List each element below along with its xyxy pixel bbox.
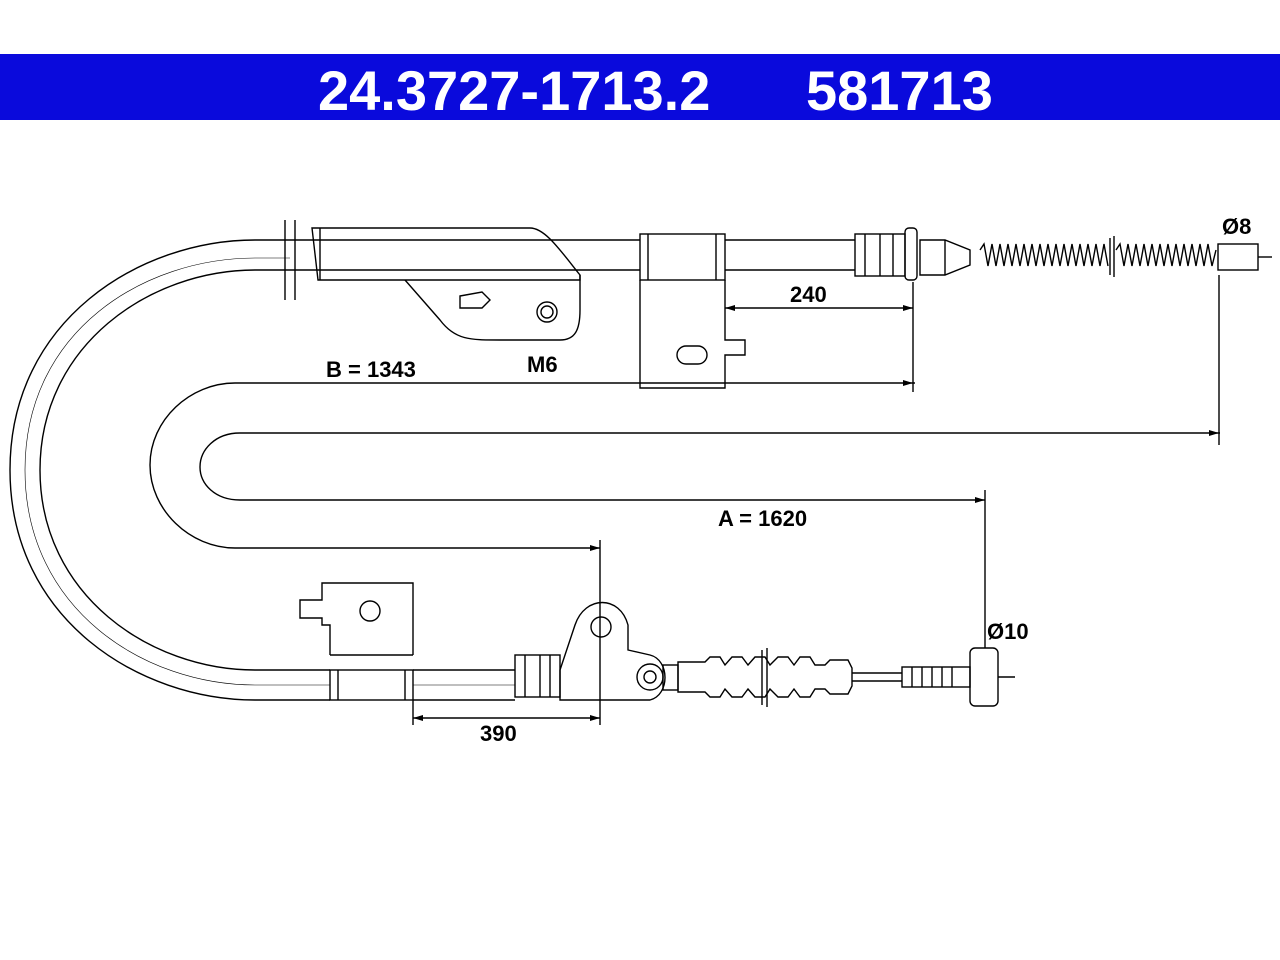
diameter-top-label: Ø8 xyxy=(1222,214,1251,239)
cable-middle-loop xyxy=(24,257,330,686)
diameter-bottom-label: Ø10 xyxy=(987,619,1029,644)
dimension-240-label: 240 xyxy=(790,282,827,307)
bottom-cable-nipple xyxy=(969,647,999,707)
thread-m6-label: M6 xyxy=(527,352,558,377)
top-clamp-plate xyxy=(639,280,746,389)
m6-hole xyxy=(536,301,558,323)
top-spring xyxy=(979,242,1109,267)
reference-number: 581713 xyxy=(806,59,993,122)
top-cable-nipple xyxy=(1217,243,1259,271)
part-number: 24.3727-1713.2 xyxy=(318,59,711,122)
bottom-bracket xyxy=(559,601,666,701)
title-bar: 24.3727-1713.2 581713 xyxy=(0,54,1280,122)
dimension-390-label: 390 xyxy=(480,721,517,746)
top-clamp-block xyxy=(639,233,726,281)
inner-loop-a xyxy=(199,432,1220,501)
bottom-end-ferrule xyxy=(514,654,561,698)
top-bracket-plate xyxy=(404,275,581,341)
dimension-b-label: B = 1343 xyxy=(326,357,416,382)
dimension-a-label: A = 1620 xyxy=(718,506,807,531)
bottom-clamp-block xyxy=(329,669,414,701)
bottom-bellows xyxy=(677,656,853,698)
bottom-clamp-plate xyxy=(299,582,414,655)
cable-outer-loop xyxy=(9,239,330,701)
inner-loop-b xyxy=(149,382,915,549)
top-mounting-sleeve xyxy=(311,227,581,281)
cable-outer-loop-inner xyxy=(39,269,330,671)
